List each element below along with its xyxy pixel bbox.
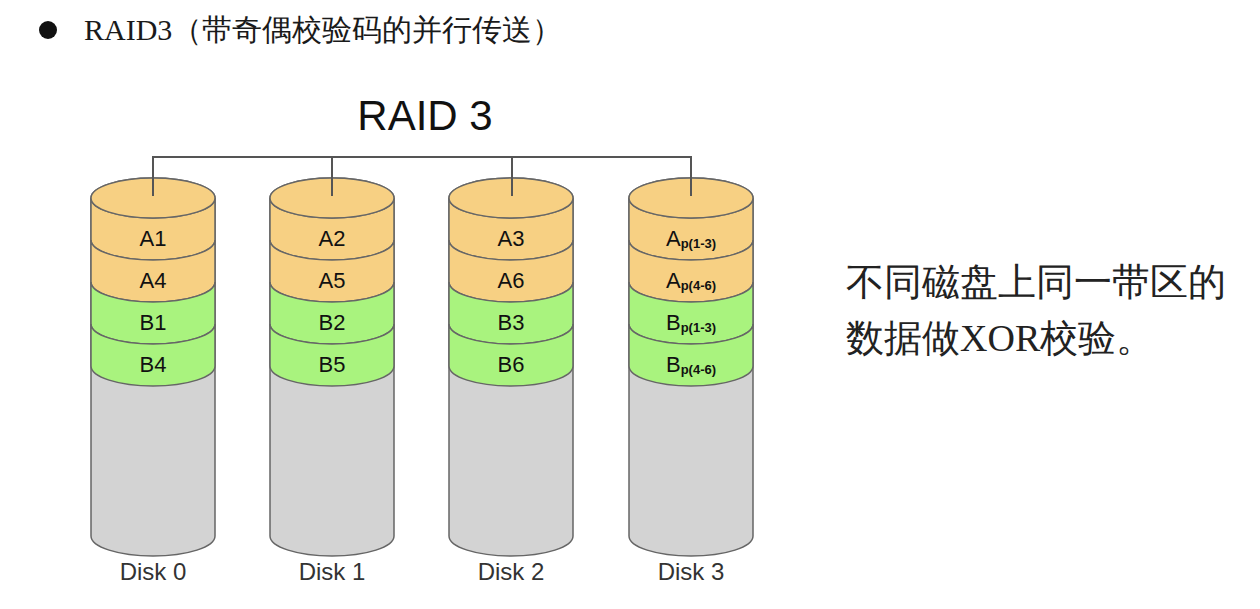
- stripe-block: A5: [270, 260, 394, 302]
- stripe-block: A1: [91, 218, 215, 260]
- block-label: A4: [140, 268, 167, 294]
- block-label: B6: [498, 352, 525, 378]
- stripe-block: Ap(1-3): [629, 218, 753, 260]
- disk-label: Disk 2: [429, 558, 593, 586]
- disk-label: Disk 1: [250, 558, 414, 586]
- block-label: B1: [140, 310, 167, 336]
- bracket-line: [153, 157, 691, 196]
- block-label: B3: [498, 310, 525, 336]
- stripe-block: B3: [449, 302, 573, 344]
- stripe-block: B5: [270, 344, 394, 386]
- diagram-title: RAID 3: [300, 92, 550, 140]
- bullet-dot: [39, 21, 57, 39]
- parity-subscript: p(4-6): [681, 362, 716, 377]
- block-label: A6: [498, 268, 525, 294]
- stripe-block: B4: [91, 344, 215, 386]
- stripe-block: Bp(4-6): [629, 344, 753, 386]
- block-label: B2: [319, 310, 346, 336]
- block-label: B4: [140, 352, 167, 378]
- block-label: A: [666, 268, 681, 294]
- parity-subscript: p(4-6): [681, 278, 716, 293]
- disk-cylinder: Disk 3Ap(1-3)Ap(4-6)Bp(1-3)Bp(4-6): [629, 178, 753, 556]
- stripe-block: A6: [449, 260, 573, 302]
- block-label: A3: [498, 226, 525, 252]
- disk-cylinder: Disk 0A1A4B1B4: [91, 178, 215, 556]
- disk-cylinder: Disk 1A2A5B2B5: [270, 178, 394, 556]
- stripe-block: B1: [91, 302, 215, 344]
- stripe-block: A3: [449, 218, 573, 260]
- disk-label: Disk 0: [71, 558, 235, 586]
- block-label: B: [666, 352, 681, 378]
- stripe-block: B2: [270, 302, 394, 344]
- stripe-block: B6: [449, 344, 573, 386]
- block-label: A2: [319, 226, 346, 252]
- stripe-block: Bp(1-3): [629, 302, 753, 344]
- stripe-block: A4: [91, 260, 215, 302]
- disk-label: Disk 3: [609, 558, 773, 586]
- parity-subscript: p(1-3): [681, 236, 716, 251]
- disk-cylinder: Disk 2A3A6B3B6: [449, 178, 573, 556]
- note-text: 不同磁盘上同一带区的数据做XOR校验。: [846, 254, 1246, 366]
- heading: RAID3（带奇偶校验码的并行传送）: [84, 10, 562, 51]
- stripe-block: A2: [270, 218, 394, 260]
- block-label: A5: [319, 268, 346, 294]
- block-label: B: [666, 310, 681, 336]
- stripe-block: Ap(4-6): [629, 260, 753, 302]
- block-label: A: [666, 226, 681, 252]
- block-label: A1: [140, 226, 167, 252]
- parity-subscript: p(1-3): [681, 320, 716, 335]
- block-label: B5: [319, 352, 346, 378]
